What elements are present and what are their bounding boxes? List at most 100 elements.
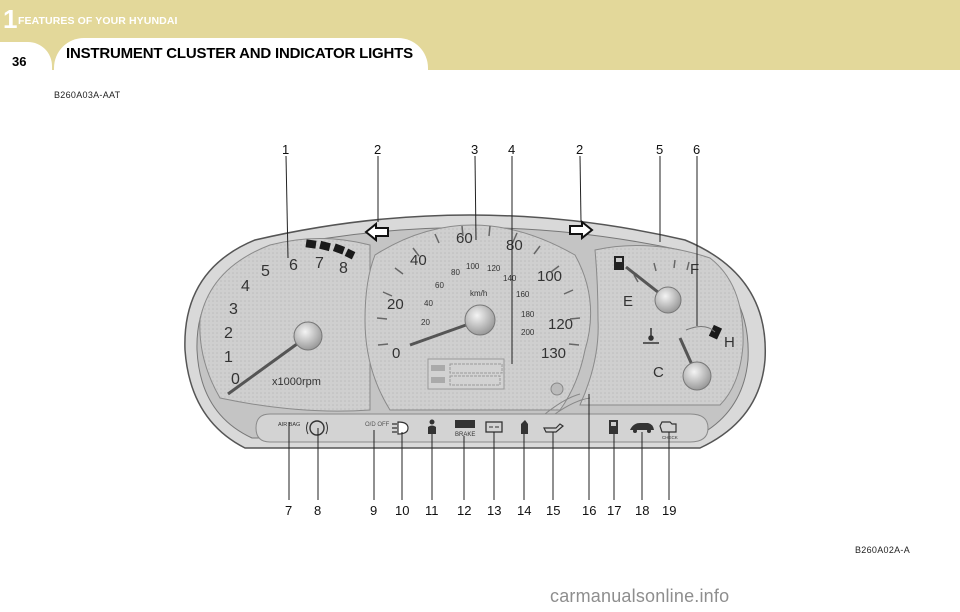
- figure-code-bottom: B260A02A-A: [855, 545, 911, 555]
- tachometer-scale: 0 1 2 3 4 5 6 7 8: [224, 255, 348, 388]
- mph-tick-label: 0: [392, 345, 400, 362]
- kmh-tick-label: 100: [466, 262, 480, 271]
- check-engine-icon: CHECK: [659, 421, 678, 440]
- callout-number: 4: [508, 142, 515, 157]
- callout-number: 7: [285, 503, 292, 518]
- speedometer-ticks: [376, 225, 581, 346]
- fuel-full-label: F: [690, 261, 699, 278]
- door-ajar-indicator-icon: [521, 420, 528, 434]
- callouts-bottom: 7 8 9 10 11 12 13 14 15 16 17 18 19: [285, 503, 676, 518]
- kmh-tick-label: 20: [421, 318, 430, 327]
- mph-tick-label: 20: [387, 296, 404, 313]
- page-number-tab: [0, 42, 52, 82]
- tachometer-face: [199, 238, 371, 412]
- callout-number: 5: [656, 142, 663, 157]
- fuel-gauge: F E: [614, 256, 699, 314]
- speedometer-mph-scale: 0 20 40 60 80 100 120 130: [387, 230, 573, 362]
- od-off-indicator-text: O/D OFF: [365, 422, 390, 428]
- tach-needle: [227, 334, 309, 396]
- kmh-tick-label: 200: [521, 328, 535, 337]
- tach-tick-label: 2: [224, 325, 233, 342]
- rear-fog-indicator-icon: [630, 423, 654, 433]
- indicator-strip: [255, 393, 709, 443]
- page-number: 36: [12, 54, 27, 69]
- tach-tick-label: 0: [231, 371, 240, 388]
- kmh-tick-label: 60: [435, 281, 444, 290]
- section-title: INSTRUMENT CLUSTER AND INDICATOR LIGHTS: [66, 45, 413, 62]
- tach-tick-label: 7: [315, 255, 324, 272]
- chapter-number: 1: [3, 4, 18, 34]
- callout-number: 9: [370, 503, 377, 518]
- tach-tick-label: 6: [289, 257, 298, 274]
- tach-tick-label: 3: [229, 301, 238, 318]
- kmh-tick-label: 120: [487, 264, 501, 273]
- callout-number: 1: [282, 142, 289, 157]
- mph-tick-label: 40: [410, 252, 427, 269]
- callout-number: 2: [374, 142, 381, 157]
- speed-unit: km/h: [470, 289, 487, 298]
- temp-hub: [682, 361, 712, 391]
- callout-number: 11: [425, 503, 439, 518]
- callout-number: 6: [693, 142, 700, 157]
- mph-tick-label: 100: [537, 268, 562, 285]
- callouts-top: 1 2 3 4 2 5 6: [282, 142, 700, 157]
- oil-pressure-icon: [543, 423, 564, 433]
- tach-tick-label: 4: [241, 278, 250, 295]
- callout-number: 16: [582, 503, 596, 518]
- temp-hot-label: H: [724, 334, 735, 351]
- callout-number: 2: [576, 142, 583, 157]
- abs-indicator-icon: [306, 420, 328, 436]
- kmh-tick-label: 80: [451, 268, 460, 277]
- tach-hub: [293, 321, 323, 351]
- tach-tick-label: 8: [339, 260, 348, 277]
- brake-indicator-text: BRAKE: [455, 432, 475, 438]
- temp-gauge: H C: [643, 324, 735, 391]
- callout-number: 8: [314, 503, 321, 518]
- fuel-empty-label: E: [623, 293, 633, 310]
- figure-code-top: B260A03A-AAT: [54, 90, 121, 100]
- headlight-high-beam-icon: [392, 421, 409, 435]
- kmh-tick-label: 40: [424, 299, 433, 308]
- low-fuel-indicator-icon: [609, 420, 618, 434]
- callout-number: 12: [457, 503, 471, 518]
- chapter-title: FEATURES OF YOUR HYUNDAI: [18, 15, 178, 27]
- callout-number: 19: [662, 503, 676, 518]
- tach-redzone: [305, 239, 356, 260]
- section-tab: [54, 38, 428, 74]
- fuel-hub: [654, 286, 682, 314]
- kmh-tick-label: 160: [516, 290, 530, 299]
- mph-tick-label: 80: [506, 237, 523, 254]
- odometer-display: [427, 358, 505, 390]
- speedometer-kmh-scale: 20 40 60 80 100 120 140 160 180 200: [421, 262, 535, 337]
- check-engine-text: CHECK: [662, 435, 678, 440]
- fuel-pump-icon: [614, 256, 624, 270]
- callout-number: 3: [471, 142, 478, 157]
- coolant-temp-icon: [643, 328, 659, 344]
- callout-number: 17: [607, 503, 621, 518]
- tach-tick-label: 5: [261, 263, 270, 280]
- callout-number: 14: [517, 503, 531, 518]
- callout-number: 15: [546, 503, 560, 518]
- callout-leaders: [285, 155, 698, 500]
- watermark-text: carmanualsonline.info: [550, 586, 730, 606]
- gauges-face: [579, 245, 744, 406]
- callout-number: 10: [395, 503, 409, 518]
- tach-unit: x1000rpm: [272, 376, 321, 388]
- mph-tick-label: 130: [541, 345, 566, 362]
- seatbelt-indicator-icon: [428, 419, 436, 434]
- mph-tick-label: 60: [456, 230, 473, 247]
- callout-number: 18: [635, 503, 649, 518]
- kmh-tick-label: 180: [521, 310, 535, 319]
- speed-hub: [464, 304, 496, 336]
- mph-tick-label: 120: [548, 316, 573, 333]
- trip-reset-knob: [550, 382, 564, 396]
- temp-hot-zone-icon: [708, 324, 723, 340]
- right-turn-arrow-icon: [569, 219, 594, 241]
- tach-tick-label: 1: [224, 349, 233, 366]
- brake-indicator-icon: BRAKE: [455, 420, 475, 438]
- kmh-tick-label: 140: [503, 274, 517, 283]
- temp-cold-label: C: [653, 364, 664, 381]
- callout-number: 13: [487, 503, 501, 518]
- left-turn-arrow-icon: [364, 221, 389, 243]
